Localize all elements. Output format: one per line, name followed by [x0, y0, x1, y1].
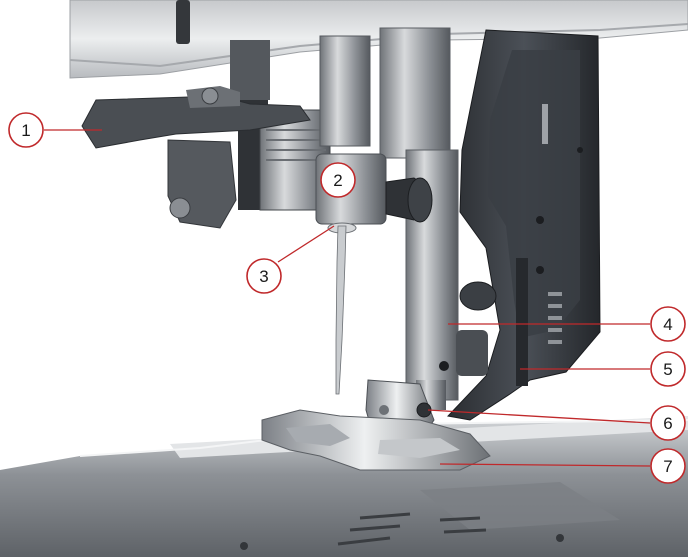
callout-circle — [246, 258, 282, 294]
presser-foot — [261, 409, 491, 471]
callout-circle — [320, 162, 356, 198]
callout-number: 3 — [259, 267, 268, 286]
callout-leader-line — [277, 225, 335, 263]
callout-7: 7 — [439, 448, 686, 484]
callout-number: 1 — [21, 121, 30, 140]
presser-foot-frame — [447, 29, 601, 421]
callout-1: 1 — [8, 112, 102, 148]
callout-leader-line — [427, 409, 651, 424]
callout-circle — [650, 351, 686, 387]
needle — [335, 225, 347, 395]
callout-circle — [650, 405, 686, 441]
presser-bar-knob — [439, 281, 497, 376]
callout-number: 7 — [663, 457, 672, 476]
callout-circle — [8, 112, 44, 148]
callout-number: 2 — [333, 171, 342, 190]
callout-circle — [650, 448, 686, 484]
callout-number: 5 — [663, 360, 672, 379]
callout-group: 1 2 3 4 5 6 7 — [8, 112, 686, 484]
callout-number: 4 — [663, 315, 672, 334]
callout-circle — [650, 306, 686, 342]
thread-cutter-arm — [81, 86, 311, 229]
callout-5: 5 — [520, 351, 686, 387]
callout-3: 3 — [246, 225, 335, 294]
callout-leader-line — [439, 463, 651, 467]
callout-2: 2 — [320, 162, 356, 198]
callout-4: 4 — [448, 306, 686, 342]
callout-number: 6 — [663, 414, 672, 433]
callout-6: 6 — [427, 405, 686, 441]
